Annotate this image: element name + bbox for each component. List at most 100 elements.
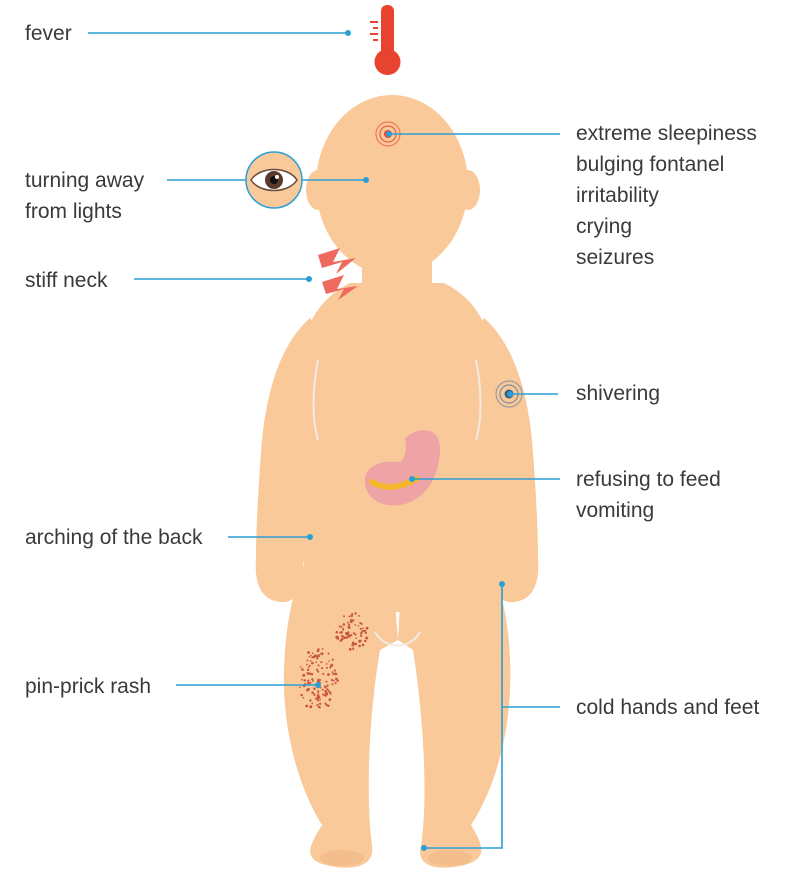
rash-dot — [354, 612, 356, 614]
rash-dot — [310, 655, 312, 657]
rash-dot — [330, 664, 333, 667]
rash-dot — [318, 692, 320, 694]
rash-dot — [317, 690, 319, 692]
rash-dot — [362, 628, 364, 630]
rash-dot — [317, 699, 319, 701]
rash-dot — [345, 636, 348, 639]
rash-dot — [360, 640, 362, 642]
label-pin-prick-rash: pin-prick rash — [25, 671, 151, 702]
rash-dot — [299, 686, 301, 688]
rash-dot — [322, 673, 324, 675]
torso — [299, 283, 496, 612]
rash-dot — [322, 689, 324, 691]
rash-dot — [311, 703, 313, 705]
rash-dot — [317, 654, 320, 657]
rash-dot — [360, 631, 362, 633]
rash-dot — [300, 694, 302, 696]
rash-dot — [307, 672, 310, 675]
rash-dot — [334, 669, 336, 671]
rash-dot — [325, 692, 327, 694]
rash-dot — [336, 631, 339, 634]
rash-dot — [318, 706, 320, 708]
rash-dot — [310, 660, 312, 662]
rash-dot — [306, 689, 309, 692]
rash-dot — [321, 667, 323, 669]
rash-dot — [309, 699, 311, 701]
rash-dot — [360, 628, 362, 630]
rash-dot — [352, 648, 354, 650]
label-line: extreme sleepiness — [576, 118, 757, 149]
thermometer-icon — [370, 5, 401, 75]
rash-dot — [349, 648, 352, 651]
left-leg — [284, 566, 398, 868]
rash-dot — [307, 651, 310, 654]
label-head-symptoms: extreme sleepiness bulging fontanel irri… — [576, 118, 757, 273]
rash-dot — [312, 652, 314, 654]
rash-dot — [332, 659, 334, 661]
rash-dot — [346, 633, 349, 636]
rash-dot — [324, 694, 326, 696]
right-ear — [456, 170, 480, 210]
rash-dot — [311, 656, 313, 658]
rash-dot — [348, 615, 350, 617]
rash-dot — [351, 613, 353, 615]
rash-dot — [313, 694, 315, 696]
rash-dot — [303, 697, 305, 699]
rash-dot — [326, 667, 328, 669]
rash-dot — [365, 640, 367, 642]
rash-dot — [319, 703, 321, 705]
rash-dot — [329, 698, 332, 701]
rash-dot — [311, 691, 314, 694]
rash-dot — [361, 623, 363, 625]
rash-dot — [320, 679, 322, 681]
label-line: refusing to feed — [576, 464, 721, 495]
rash-dot — [348, 627, 350, 629]
rash-dot — [306, 659, 308, 661]
label-line: from lights — [25, 196, 144, 227]
rash-dot — [313, 687, 316, 690]
rash-dot — [324, 690, 326, 692]
rash-dot — [342, 629, 344, 631]
rash-dot — [317, 696, 320, 699]
rash-dot — [325, 687, 327, 689]
head — [316, 95, 468, 275]
rash-dot — [341, 626, 343, 628]
rash-dot — [326, 663, 328, 665]
rash-dot — [343, 623, 346, 626]
rash-dot — [350, 634, 352, 636]
rash-dot — [316, 669, 318, 671]
rash-dot — [342, 635, 344, 637]
label-cold-hands-and-feet: cold hands and feet — [576, 692, 759, 723]
rash-dot — [347, 622, 349, 624]
rash-dot — [318, 679, 320, 681]
rash-dot — [321, 652, 324, 655]
rash-dot — [322, 648, 324, 650]
rash-dot — [360, 635, 362, 637]
label-line: vomiting — [576, 495, 721, 526]
rash-dot — [362, 644, 365, 647]
label-line: turning away — [25, 165, 144, 196]
rash-dot — [320, 661, 322, 663]
rash-dot — [340, 631, 343, 634]
rash-dot — [350, 619, 353, 622]
rash-dot — [326, 685, 328, 687]
rash-dot — [329, 667, 331, 669]
rash-dot — [324, 702, 326, 704]
rash-dot — [317, 649, 320, 652]
right-leg — [398, 566, 510, 868]
rash-dot — [317, 671, 319, 673]
rash-dot — [302, 674, 305, 677]
label-stiff-neck: stiff neck — [25, 265, 107, 296]
rash-dot — [328, 660, 330, 662]
rash-dot — [327, 673, 330, 676]
rash-dot — [315, 661, 317, 663]
rash-dot — [330, 693, 332, 695]
rash-dot — [332, 673, 334, 675]
rash-dot — [366, 627, 369, 630]
rash-dot — [300, 666, 302, 668]
rash-dot — [333, 680, 335, 682]
rash-dot — [352, 641, 355, 644]
rash-dot — [337, 679, 339, 681]
rash-dot — [307, 680, 309, 682]
